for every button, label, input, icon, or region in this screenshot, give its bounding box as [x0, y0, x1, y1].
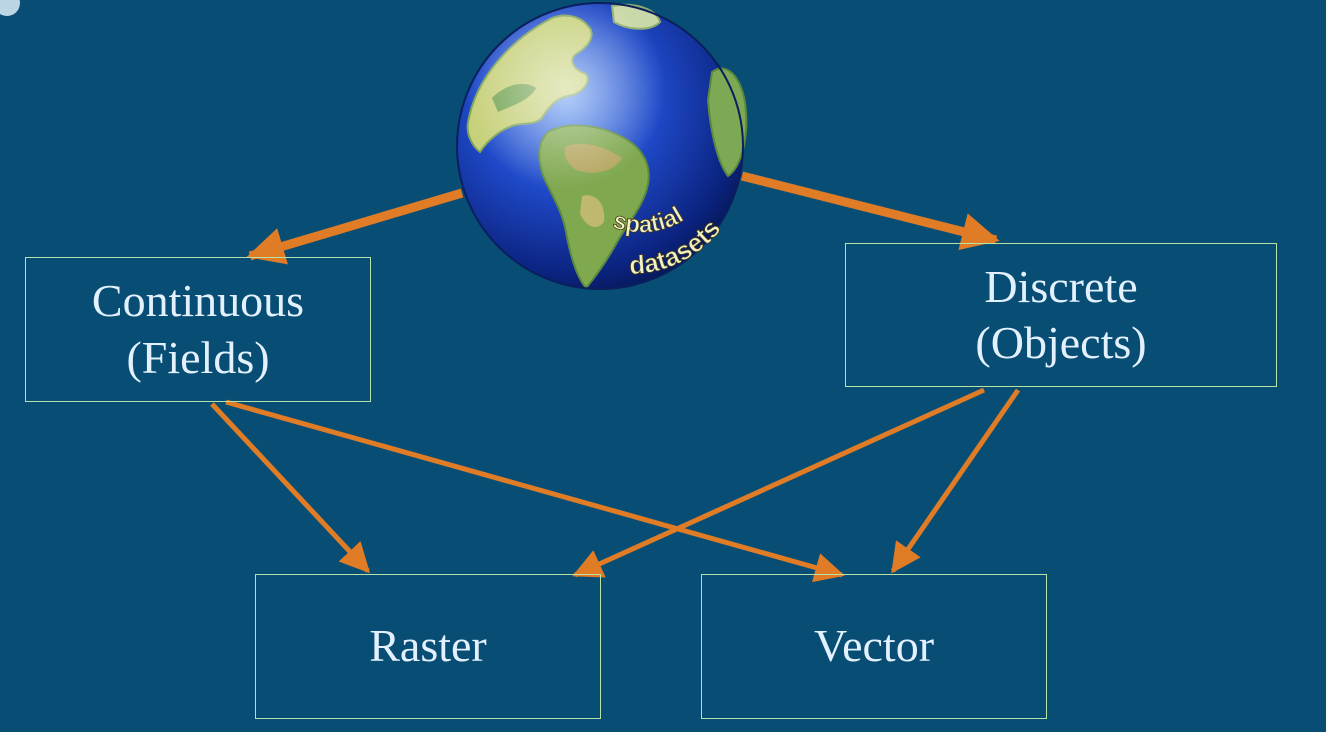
arrow-discrete-to-vector: [890, 388, 1021, 574]
arrow-globe-to-discrete: [740, 171, 1000, 251]
raster-label: Raster: [369, 620, 487, 672]
arrow-continuous-to-raster: [210, 402, 371, 574]
arrow-discrete-to-raster: [572, 387, 986, 578]
discrete-label: Discrete: [984, 260, 1138, 312]
discrete-objects-box: Discrete (Objects): [845, 243, 1277, 387]
vector-box: Vector: [701, 574, 1047, 719]
continuous-label: Continuous: [91, 275, 305, 327]
arrow-continuous-to-vector: [225, 399, 845, 583]
raster-box: Raster: [255, 574, 601, 719]
continuous-fields-box: Continuous (Fields): [25, 257, 371, 402]
arrow-globe-to-continuous: [246, 188, 464, 265]
globe-icon: spatial datasets: [456, 2, 748, 290]
vector-label: Vector: [813, 620, 935, 672]
corner-fragment: [0, 0, 20, 16]
fields-label: (Fields): [126, 331, 270, 383]
objects-label: (Objects): [975, 317, 1147, 368]
